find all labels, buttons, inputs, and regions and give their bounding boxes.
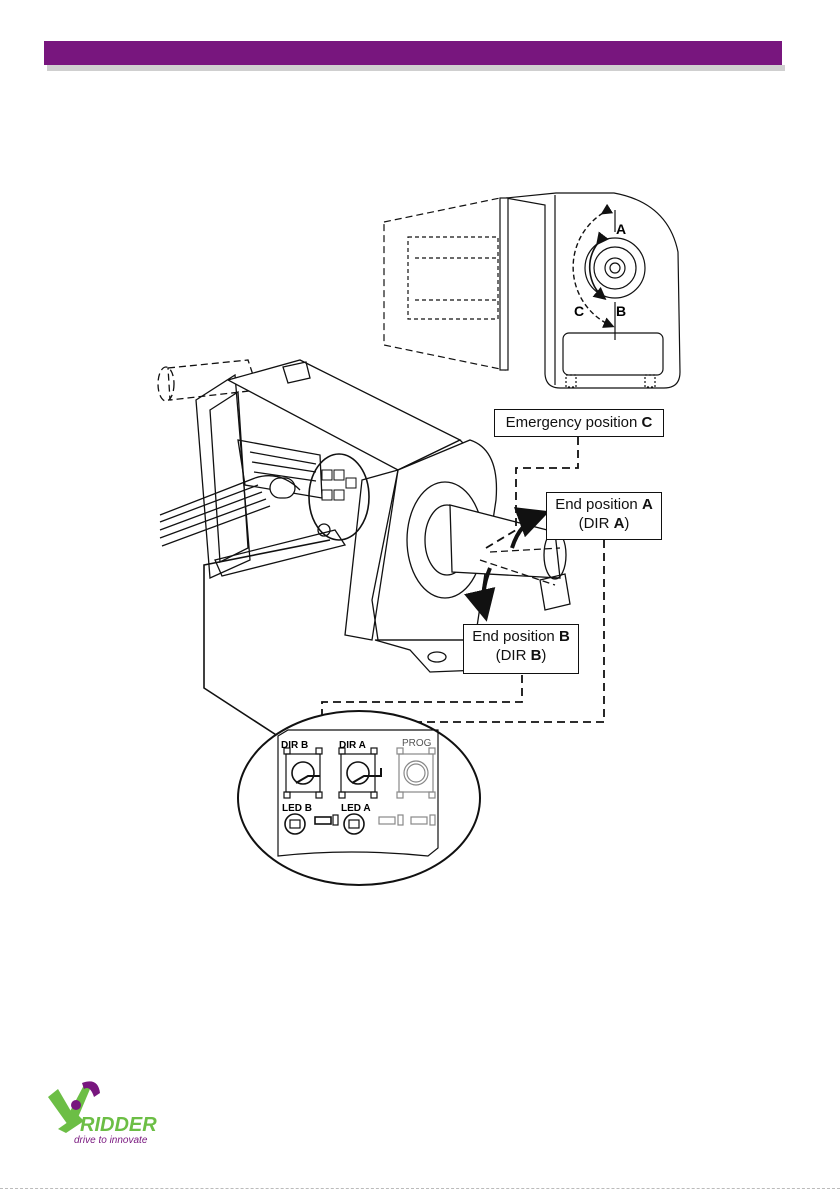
pcb-label-dir-b: DIR B (281, 740, 308, 751)
pcb-zoom-view (238, 711, 480, 885)
end-a-letter2: A (614, 515, 625, 532)
end-a-letter1: A (642, 496, 653, 513)
zoom-connector (204, 540, 330, 740)
side-label-c: C (574, 303, 584, 319)
pcb-buttons-small (322, 470, 356, 500)
ridder-figure-logo-icon: RIDDER drive to innovate (44, 1075, 174, 1147)
end-b-line1: End position (472, 628, 559, 645)
emergency-letter: C (642, 414, 653, 431)
bottom-rule (0, 1188, 840, 1189)
pcb-label-dir-a: DIR A (339, 740, 366, 751)
end-a-line1: End position (555, 496, 642, 513)
side-label-b: B (616, 303, 626, 319)
emergency-text: Emergency position (506, 414, 642, 431)
logo-tagline: drive to innovate (74, 1135, 148, 1146)
pcb-label-led-b: LED B (282, 803, 312, 814)
side-view-motor (384, 193, 680, 388)
end-b-letter1: B (559, 628, 570, 645)
callout-emergency-position: Emergency position C (494, 409, 664, 437)
end-b-letter2: B (531, 647, 542, 664)
pcb-label-led-a: LED A (341, 803, 371, 814)
side-label-a: A (616, 221, 626, 237)
end-b-line2-pre: (DIR (496, 647, 531, 664)
ridder-logo: RIDDER drive to innovate (44, 1075, 174, 1147)
logo-name: RIDDER (80, 1114, 157, 1136)
end-b-line2-post: ) (541, 647, 546, 664)
callout-end-position-a: End position A (DIR A) (546, 492, 662, 540)
end-a-line2-pre: (DIR (579, 515, 614, 532)
end-a-line2-post: ) (624, 515, 629, 532)
callout-end-position-b: End position B (DIR B) (463, 624, 579, 674)
pcb-label-prog: PROG (402, 738, 432, 749)
